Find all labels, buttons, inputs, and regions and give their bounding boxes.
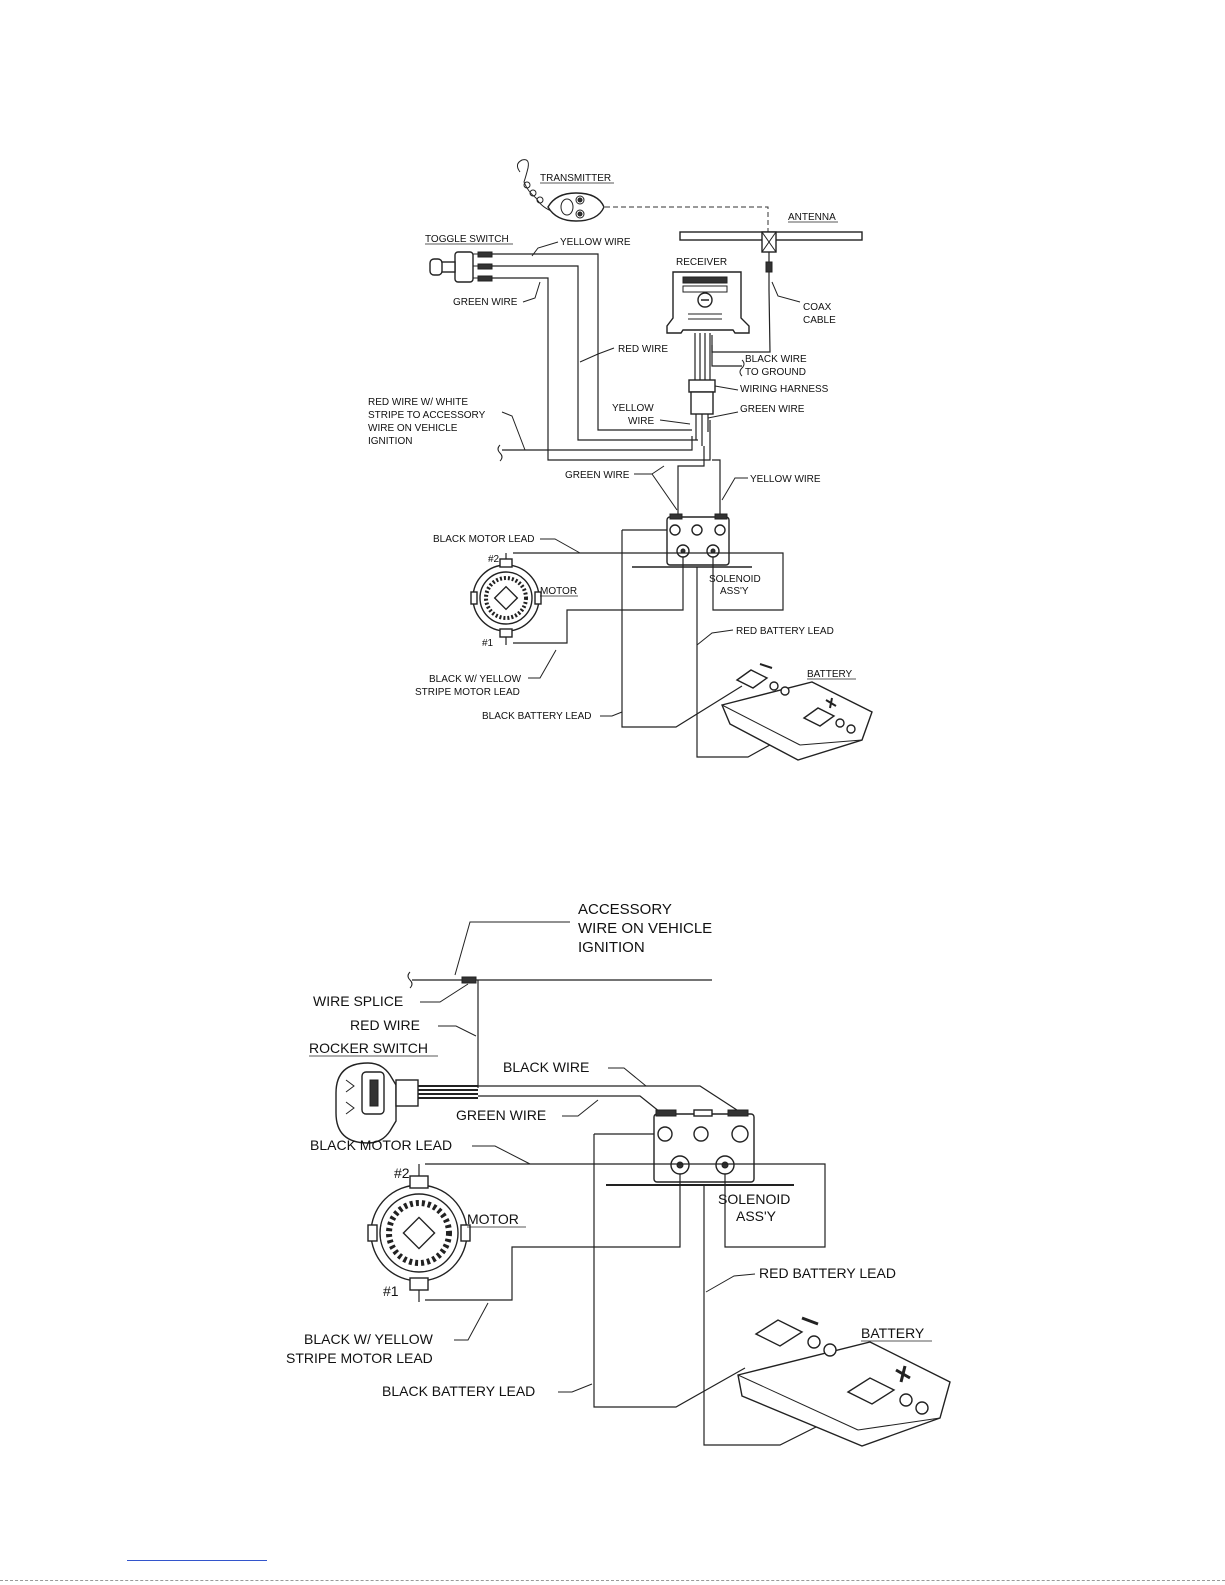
solenoid-label-2: ASS'Y [736,1208,777,1224]
coax-label-2: CABLE [803,315,836,326]
black-yellow-motor-lead-line [425,1174,681,1301]
wiring-harness-connector [688,379,739,415]
motor-icon [470,553,542,645]
diagram-rocker-wiring: ACCESSORY WIRE ON VEHICLE IGNITION WIRE … [286,901,951,1447]
receiver-harness-wires [694,333,711,380]
accessory-label-3: WIRE ON VEHICLE [368,423,458,434]
transmitter-icon [516,159,605,222]
black-yellow-motor-lead-line [513,557,684,644]
accessory-label-2: STRIPE TO ACCESSORY [368,410,486,421]
antenna-label: ANTENNA [788,212,836,223]
yellow-wire-mid-label-1: YELLOW [612,403,654,414]
green-wire-line [478,1095,661,1113]
accessory-label-1: RED WIRE W/ WHITE [368,397,468,408]
green-wire-top-label: GREEN WIRE [453,297,518,308]
black-wire-ground-line [711,345,742,367]
red-wire-label: RED WIRE [350,1017,420,1033]
black-yellow-label-2: STRIPE MOTOR LEAD [286,1350,433,1366]
battery-label: BATTERY [861,1325,925,1341]
wire-splice-icon [461,976,477,984]
yellow-wire-top-line [492,253,692,431]
accessory-label-2: WIRE ON VEHICLE [578,920,712,937]
solenoid-label-2: ASS'Y [720,586,749,597]
footer-link-underline [127,1560,267,1561]
toggle-switch-icon [429,251,493,283]
black-motor-lead-line [513,552,784,611]
yellow-wire-bottom-line [712,459,721,516]
motor-icon [367,1164,471,1302]
rocker-switch-icon [335,1062,478,1144]
black-motor-lead-label: BLACK MOTOR LEAD [310,1137,452,1153]
solenoid-label-1: SOLENOID [718,1191,790,1207]
black-battery-lead-line [593,1134,746,1408]
black-battery-lead-label: BLACK BATTERY LEAD [382,1383,535,1399]
radio-link-line [605,206,769,232]
black-wire-ground-label-1: BLACK WIRE [745,354,807,365]
wire-splice-label: WIRE SPLICE [313,993,403,1009]
rocker-switch-label: ROCKER SWITCH [309,1040,428,1056]
yellow-wire-mid-label-2: WIRE [628,416,654,427]
toggle-switch-label: TOGGLE SWITCH [425,234,509,245]
diagram-remote-wiring: TRANSMITTER ANTENNA COAX CABLE [368,159,873,761]
antenna-icon [679,231,863,273]
accessory-wire-line [502,436,693,451]
green-wire-bottom-line [677,446,705,516]
yellow-wire-bottom-label: YELLOW WIRE [750,474,821,485]
receiver-icon [666,271,750,334]
transmitter-label: TRANSMITTER [540,173,611,184]
accessory-label-3: IGNITION [578,939,645,956]
solenoid-assembly-icon [632,513,752,568]
receiver-label: RECEIVER [676,257,727,268]
red-wire-label: RED WIRE [618,344,668,355]
red-wire-line [492,265,698,441]
black-yellow-label-1: BLACK W/ YELLOW [304,1331,434,1347]
black-battery-lead-label: BLACK BATTERY LEAD [482,711,592,722]
accessory-label-1: ACCESSORY [578,901,672,918]
page-bottom-rule [0,1580,1225,1581]
black-yellow-label-2: STRIPE MOTOR LEAD [415,687,520,698]
yellow-wire-top-label: YELLOW WIRE [560,237,631,248]
black-motor-lead-label: BLACK MOTOR LEAD [433,534,535,545]
black-wire-label: BLACK WIRE [503,1059,589,1075]
harness-output-wires [695,414,709,446]
solenoid-label-1: SOLENOID [709,574,761,585]
green-wire-bottom-label: GREEN WIRE [565,470,630,481]
battery-icon [721,663,873,761]
battery-label: BATTERY [807,669,853,680]
black-yellow-label-1: BLACK W/ YELLOW [429,674,522,685]
black-battery-lead-line [621,530,743,728]
battery-icon [737,1316,951,1447]
motor-label: MOTOR [540,586,577,597]
motor-terminal-2-label: #2 [394,1165,410,1181]
green-wire-top-line [492,277,711,461]
solenoid-assembly-icon [606,1109,794,1186]
motor-label: MOTOR [467,1211,519,1227]
green-wire-label: GREEN WIRE [456,1107,546,1123]
motor-terminal-2-label: #2 [488,554,500,565]
motor-terminal-1-label: #1 [383,1283,399,1299]
red-battery-lead-label: RED BATTERY LEAD [736,626,834,637]
accessory-label-4: IGNITION [368,436,412,447]
coax-label-1: COAX [803,302,832,313]
wiring-harness-label: WIRING HARNESS [740,384,829,395]
motor-terminal-1-label: #1 [482,638,494,649]
black-wire-line [478,1085,741,1113]
red-battery-lead-label: RED BATTERY LEAD [759,1265,896,1281]
black-motor-lead-line [425,1163,826,1248]
black-wire-ground-label-2: TO GROUND [745,367,806,378]
green-wire-right-label: GREEN WIRE [740,404,805,415]
